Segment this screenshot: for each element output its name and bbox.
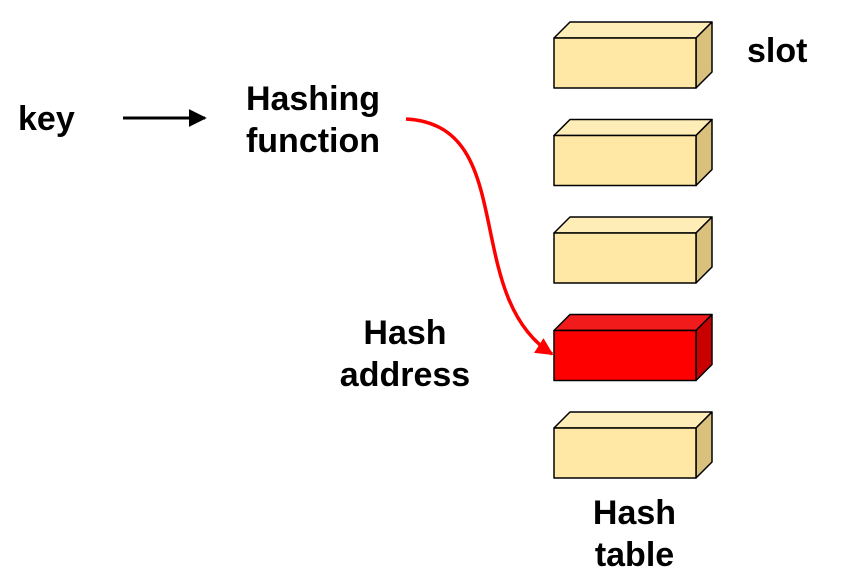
slot-top-face [553,118,713,137]
slot-top-face [553,21,713,39]
hash-address-slot [553,313,713,382]
hash-address-line2: address [339,356,471,394]
slot-box [553,216,713,284]
slot-front-face [553,37,697,89]
slot-top-face [553,411,713,429]
hashing-function-line1: Hashing [245,80,381,118]
hash-address-line1: Hash [363,314,447,352]
hash-table-label: Hash table [567,492,702,576]
hashing-function-line2: function [245,122,381,160]
slot-front-face [553,329,697,382]
key-label: key [18,100,75,138]
hashing-function-label: Hashing function [228,78,398,162]
slot-box [553,118,713,187]
hash-table-line1: Hash [592,494,677,532]
slot-top-face [553,313,713,332]
hash-table [553,21,713,479]
function-to-address-arrow [405,117,554,356]
slot-top-face [553,216,713,234]
hash-table-line2: table [594,536,675,574]
slot-box [553,411,713,479]
slot-label: slot [747,32,808,70]
slot-front-face [553,427,697,479]
slot-box [553,21,713,89]
slot-front-face [553,134,697,187]
hash-address-label: Hash address [330,312,480,396]
slot-front-face [553,232,697,284]
